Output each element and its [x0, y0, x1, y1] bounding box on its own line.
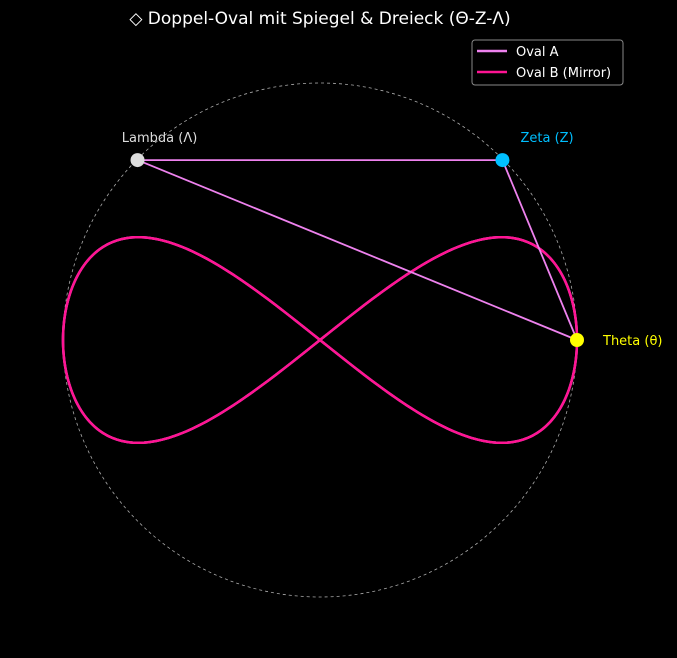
point-label-0: Theta (θ) [602, 334, 662, 349]
chart-title: ◇ Doppel-Oval mit Spiegel & Dreieck (Θ-Z… [129, 9, 510, 29]
legend-label-oval-b: Oval B (Mirror) [516, 66, 611, 81]
point-marker-2 [130, 153, 145, 168]
curves-group [61, 235, 579, 445]
point-label-2: Lambda (Λ) [122, 131, 198, 146]
triangle-edge-0 [501, 159, 578, 341]
points-group: Theta (θ) Zeta (Z) Lambda (Λ) [122, 131, 663, 349]
triangle-edge-2 [137, 159, 578, 341]
point-marker-0 [570, 333, 584, 347]
legend-frame [471, 39, 624, 86]
triangle-group [137, 159, 578, 341]
point-marker-1 [495, 153, 510, 168]
point-label-1: Zeta (Z) [520, 131, 573, 146]
legend-label-oval-a: Oval A [516, 45, 559, 60]
legend: Oval A Oval B (Mirror) [471, 39, 624, 86]
series-line-1 [61, 235, 579, 445]
